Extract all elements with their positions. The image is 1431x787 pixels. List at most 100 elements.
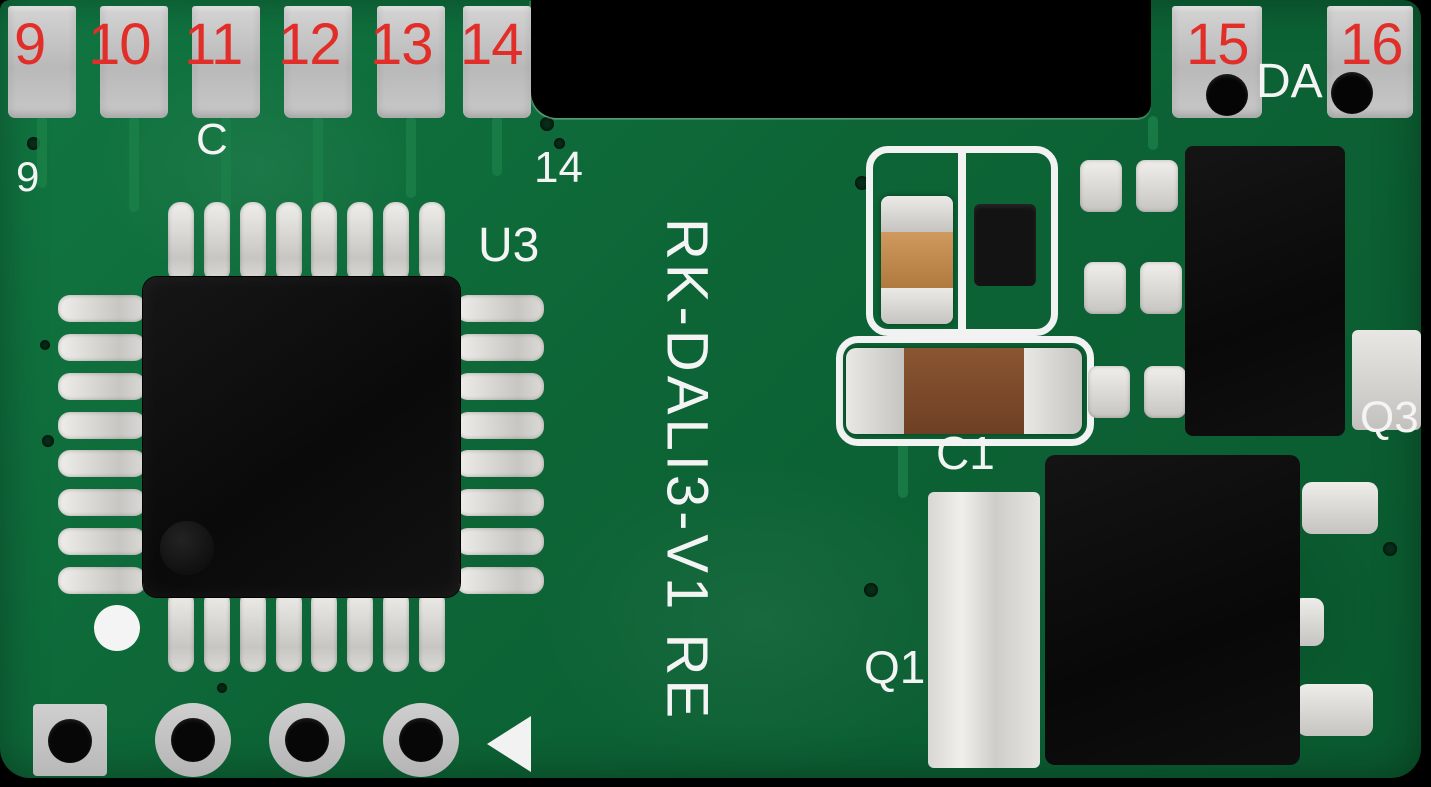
via-hole: [217, 683, 227, 693]
via-hole: [553, 137, 565, 149]
via-hole: [42, 435, 54, 447]
silkscreen-u3-label: U3: [478, 219, 540, 272]
qfp-pin: [58, 295, 146, 322]
capacitor-tan: [881, 196, 953, 324]
edge-pad-12: [284, 6, 352, 118]
transistor-q3: [1185, 146, 1345, 436]
silkscreen-q1-label: Q1: [864, 641, 926, 693]
pin-annotation-15: 15: [1186, 12, 1250, 77]
qfp-pin: [58, 567, 146, 594]
qfp-pin: [168, 202, 194, 282]
capacitor-body: [904, 348, 1024, 434]
via-hole: [540, 117, 554, 131]
qfp-pin: [456, 489, 544, 516]
qfp-pin: [58, 450, 146, 477]
edge-pad-14: [463, 6, 531, 118]
copper-trace: [406, 116, 416, 198]
qfp-pin: [240, 590, 266, 672]
through-hole: [171, 718, 215, 762]
transistor-q3-tab-pad: [1352, 330, 1421, 430]
qfp-pin: [58, 373, 146, 400]
copper-trace: [492, 116, 502, 176]
edge-pad-9: [8, 6, 76, 118]
qfp-pin: [58, 334, 146, 361]
pin-annotation-9: 9: [14, 12, 46, 77]
qfp-pin: [168, 590, 194, 672]
qfp-pin: [456, 528, 544, 555]
pin-annotation-13: 13: [370, 12, 434, 77]
qfp-pin: [58, 528, 146, 555]
qfp-pin: [456, 567, 544, 594]
silkscreen-pin9-label: 9: [16, 153, 40, 200]
transistor-q1: [1045, 455, 1300, 765]
solder-pad: [1088, 366, 1130, 418]
solder-end: [1024, 348, 1082, 434]
qfp-pin: [311, 202, 337, 282]
copper-trace: [129, 116, 139, 212]
qfp-pin: [58, 412, 146, 439]
via-hole: [855, 176, 869, 190]
via-hole: [26, 136, 40, 150]
qfp-pin: [347, 202, 373, 282]
resistor-pads: [1080, 160, 1178, 212]
pin-annotation-14: 14: [460, 12, 524, 77]
qfp-pin: [456, 450, 544, 477]
qfp-pin: [347, 590, 373, 672]
pin-annotation-11: 11: [184, 12, 243, 77]
silkscreen-outline-divider: [958, 153, 966, 329]
copper-trace: [221, 116, 231, 236]
qfp-pin: [419, 590, 445, 672]
edge-pad-11: [192, 6, 260, 118]
through-hole: [399, 718, 443, 762]
solder-end: [846, 348, 904, 434]
qfp-pin: [383, 590, 409, 672]
qfp-pin: [383, 202, 409, 282]
transistor-q1-pin: [1297, 684, 1373, 736]
pin-annotation-16: 16: [1340, 12, 1404, 77]
pin-annotation-12: 12: [278, 12, 342, 77]
qfp-pin: [456, 373, 544, 400]
silkscreen-da-label: DA: [1256, 55, 1323, 108]
pin-annotation-10: 10: [88, 12, 152, 77]
copper-trace: [898, 440, 908, 498]
silkscreen-c-label: C: [196, 115, 228, 164]
copper-trace: [313, 116, 323, 212]
pin1-marker-dot: [94, 605, 140, 651]
via-hole: [864, 583, 878, 597]
qfp-pin: [276, 202, 302, 282]
transistor-q1-pin: [1302, 482, 1378, 534]
via-hole: [1383, 542, 1397, 556]
qfp-pin: [456, 295, 544, 322]
silkscreen-pin14-label: 14: [534, 143, 583, 192]
qfp-pin: [240, 202, 266, 282]
arrow-left-icon: [487, 716, 531, 772]
copper-trace: [37, 116, 47, 188]
solder-pad: [1136, 160, 1178, 212]
qfp-pin: [204, 590, 230, 672]
capacitor-c1: [846, 348, 1082, 434]
edge-pad-13: [377, 6, 445, 118]
chip-component-small: [974, 204, 1036, 286]
silkscreen-q3-label: Q3: [1360, 393, 1419, 442]
qfp-pin: [456, 334, 544, 361]
edge-pad-10: [100, 6, 168, 118]
qfp-pin: [311, 590, 337, 672]
resistor-pads: [1088, 366, 1186, 418]
through-hole: [48, 719, 92, 763]
qfp-pin: [276, 590, 302, 672]
solder-pad: [1140, 262, 1182, 314]
solder-pad: [1084, 262, 1126, 314]
via-hole: [40, 340, 50, 350]
qfp-pin: [456, 412, 544, 439]
through-hole: [285, 718, 329, 762]
solder-end: [881, 196, 953, 232]
pad-16-hole: [1331, 72, 1373, 114]
solder-pad: [1080, 160, 1122, 212]
silkscreen-outline-top: [866, 146, 1058, 336]
silkscreen-c1-label: C1: [936, 427, 995, 479]
board-top-notch: [531, 0, 1151, 118]
solder-pad: [1144, 366, 1186, 418]
silkscreen-model-label: RK-DALI3-V1 RE: [654, 217, 720, 723]
